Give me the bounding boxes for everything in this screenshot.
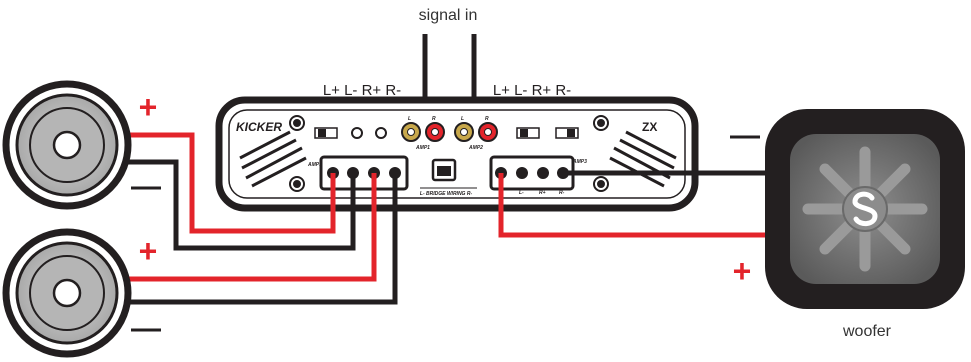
rca-jacks	[401, 122, 498, 142]
woofer-minus-sign: —	[730, 119, 760, 152]
mounting-screws	[289, 115, 609, 192]
speaker-1	[2, 80, 132, 210]
wire-woofer-positive	[498, 173, 775, 238]
wires	[122, 132, 775, 305]
rca-r-label-1: R	[432, 116, 436, 122]
wire-speaker2-positive	[122, 173, 377, 282]
speaker1-plus-sign: +	[139, 89, 158, 125]
wire-speaker1-negative	[122, 159, 356, 251]
terminal-block-left	[319, 155, 409, 191]
terminal-labels-left: L+ L- R+ R-	[323, 82, 401, 99]
gain-knobs	[351, 127, 387, 139]
rca-amp2-label: AMP2	[468, 145, 483, 151]
amplifier: KICKER ZX L	[215, 96, 699, 212]
ch3-terminal-r-plus: R+	[539, 190, 546, 196]
woofer-logo-icon	[852, 191, 878, 226]
polarity-markers: + — + — — +	[131, 89, 760, 345]
rca-l-label-2: L	[461, 116, 464, 122]
woofer	[765, 109, 965, 309]
ch3-terminal-r-minus: R-	[559, 190, 565, 196]
speaker1-minus-sign: —	[131, 170, 161, 203]
rca-l-label-1: L	[408, 116, 411, 122]
switch-left	[314, 127, 338, 139]
brand-logo: KICKER	[236, 120, 282, 134]
bridge-wiring-label: L- BRIDGE WIRING R-	[420, 191, 473, 197]
woofer-plus-sign: +	[733, 253, 752, 289]
speaker2-minus-sign: —	[131, 312, 161, 345]
bridge-connector	[431, 158, 457, 182]
terminal-labels-right: L+ L- R+ R-	[493, 82, 571, 99]
heat-sink-left	[239, 130, 307, 188]
signal-in-label: signal in	[419, 7, 478, 24]
rca-r-label-2: R	[485, 116, 489, 122]
rca-amp1-label: AMP1	[415, 145, 430, 151]
ch3-terminal-l-minus: L-	[519, 190, 524, 196]
wire-speaker2-negative	[122, 173, 398, 305]
wire-speaker1-positive	[122, 132, 336, 234]
switch-right-2	[555, 127, 579, 139]
speaker2-plus-sign: +	[139, 233, 158, 269]
amp3-label: AMP3	[572, 159, 587, 165]
amp1-label: AMP1	[307, 162, 322, 168]
model-label: ZX	[642, 120, 657, 134]
switch-right-1	[516, 127, 540, 139]
woofer-label: woofer	[842, 323, 892, 340]
speaker-2	[2, 228, 132, 358]
